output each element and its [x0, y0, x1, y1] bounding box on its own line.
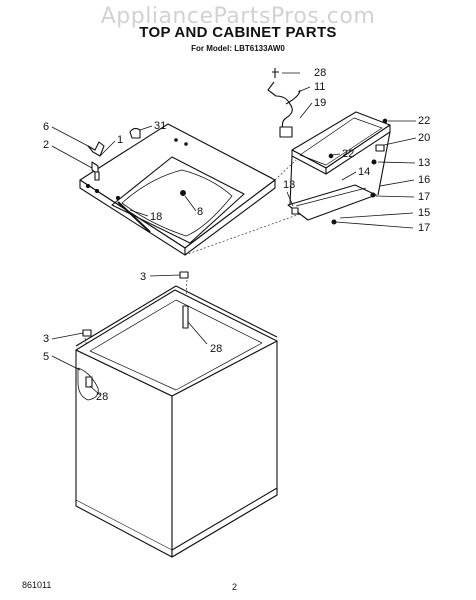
callout-18: 18	[150, 211, 162, 223]
callout-1: 1	[117, 134, 123, 146]
callout-15: 15	[418, 207, 430, 219]
callout-14: 14	[358, 166, 370, 178]
top-panel	[79, 123, 276, 256]
callout-19: 19	[314, 97, 326, 109]
callout-22-inner: 22	[342, 148, 354, 160]
callout-20: 20	[418, 132, 430, 144]
callout-2: 2	[43, 139, 49, 151]
callout-6: 6	[43, 121, 49, 133]
callout-3-left: 3	[43, 333, 49, 345]
callout-28-cabinet: 28	[210, 343, 222, 355]
clip-3-left	[82, 329, 92, 337]
page-title: TOP AND CABINET PARTS	[139, 24, 337, 41]
leader-lines	[51, 72, 417, 396]
callout-16: 16	[418, 174, 430, 186]
callout-17-lower: 17	[418, 222, 430, 234]
cabinet	[75, 285, 278, 558]
lid-hinge-parts	[87, 127, 141, 181]
alignment-lines	[84, 159, 301, 353]
model-subtitle: For Model: LBT6133AW0	[191, 44, 285, 53]
callout-8: 8	[197, 206, 203, 218]
console-frame	[287, 111, 391, 221]
callout-31: 31	[154, 120, 166, 132]
wire-harness	[267, 68, 301, 138]
callout-13-right: 13	[418, 157, 430, 169]
clip-3-top	[179, 271, 189, 279]
footer-code: 861011	[22, 580, 52, 590]
callout-28-top: 28	[314, 67, 326, 79]
page-number: 2	[232, 582, 238, 592]
callout-labels: 28 11 19 22 20 22 13 14 16 13 17 15 17 6…	[43, 67, 430, 403]
callout-3-top: 3	[140, 271, 146, 283]
callout-13-left: 13	[283, 179, 295, 191]
callout-28-side: 28	[96, 391, 108, 403]
callout-17-upper: 17	[418, 191, 430, 203]
callout-11: 11	[314, 81, 325, 93]
watermark: AppliancePartsPros.com	[100, 4, 376, 29]
callout-5: 5	[43, 351, 49, 363]
callout-22-right: 22	[418, 115, 430, 127]
